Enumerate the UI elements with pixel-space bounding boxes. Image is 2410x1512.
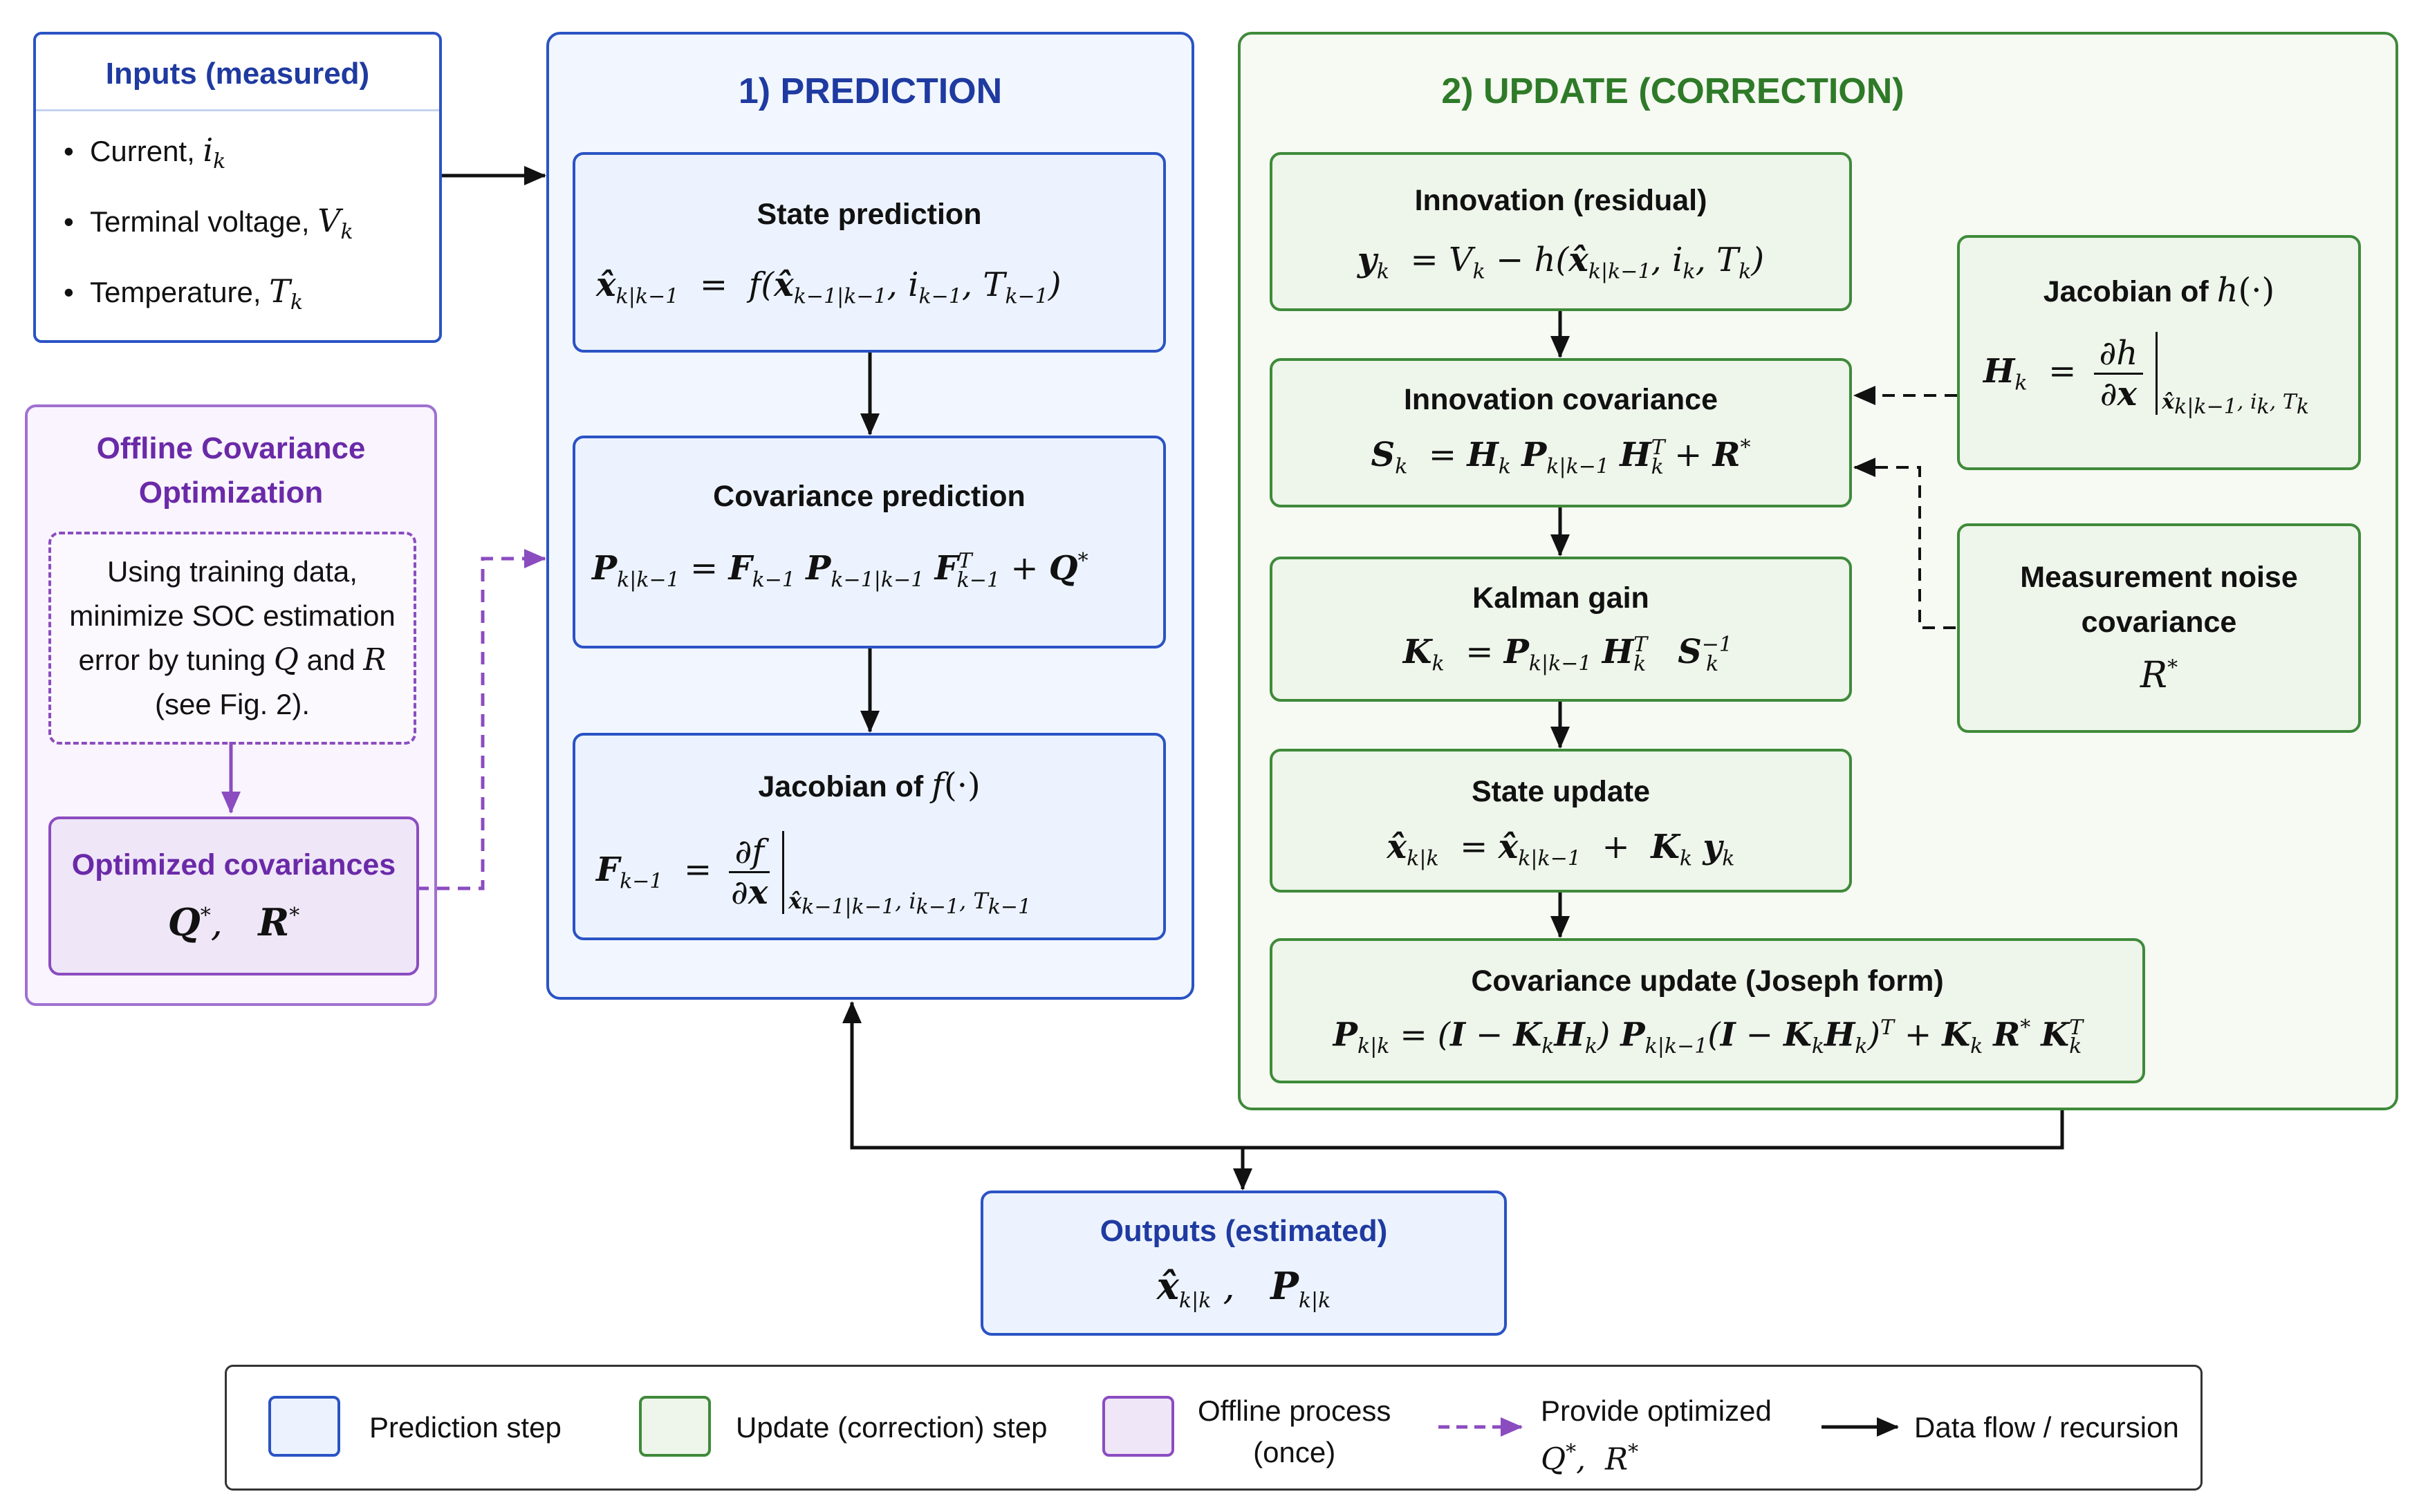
jacobian-h-formula: Hk = ∂h ∂x x̂k|k−1, ik, Tk [1983, 328, 2309, 419]
outputs-box: Outputs (estimated) x̂k|k , Pk|k [981, 1191, 1507, 1336]
input-item-temperature: • Temperature, Tk [64, 272, 304, 315]
kalman-gain-title: Kalman gain [1472, 581, 1649, 615]
innovation-covariance-formula: Sk = Hk Pk|k−1 HTk + R* [1371, 436, 1751, 479]
state-prediction-box: State prediction x̂k|k−1 = f(x̂k−1|k−1, … [573, 152, 1166, 353]
legend-offline-swatch [1102, 1396, 1174, 1457]
innovation-title: Innovation (residual) [1414, 184, 1707, 217]
covariance-update-box: Covariance update (Joseph form) Pk|k = (… [1270, 938, 2145, 1083]
state-update-box: State update x̂k|k = x̂k|k−1 + Kk yk [1270, 749, 1852, 893]
legend-update-swatch [639, 1396, 711, 1457]
measurement-noise-box: Measurement noise covariance R* [1957, 523, 2361, 733]
covariance-update-title: Covariance update (Joseph form) [1471, 964, 1944, 998]
outputs-formula: x̂k|k , Pk|k [1156, 1263, 1331, 1313]
state-prediction-title: State prediction [757, 198, 982, 231]
state-update-title: State update [1471, 775, 1651, 808]
covariance-prediction-box: Covariance prediction Pk|k−1 = Fk−1 Pk−1… [573, 436, 1166, 648]
offline-note: Using training data, minimize SOC estima… [48, 532, 416, 745]
measurement-noise-symbol: R* [2140, 654, 2178, 696]
jacobian-f-box: Jacobian of f(·) Fk−1 = ∂f ∂x x̂k−1|k−1,… [573, 733, 1166, 940]
measurement-noise-title-2: covariance [2081, 605, 2237, 639]
covariance-prediction-title: Covariance prediction [713, 480, 1026, 513]
update-title: 2) UPDATE (CORRECTION) [1441, 71, 1904, 111]
offline-box: Offline Covariance Optimization Using tr… [25, 404, 437, 1006]
legend-provide-label: Provide optimized Q*, R* [1541, 1394, 1772, 1477]
jacobian-f-formula: Fk−1 = ∂f ∂x x̂k−1|k−1, ik−1, Tk−1 [596, 825, 1031, 919]
innovation-formula: yk = Vk − h(x̂k|k−1, ik, Tk) [1357, 241, 1765, 284]
legend-dataflow-label: Data flow / recursion [1914, 1411, 2179, 1444]
optimized-covariances-box: Optimized covariances Q*, R* [48, 816, 419, 976]
state-update-formula: x̂k|k = x̂k|k−1 + Kk yk [1387, 828, 1735, 871]
optimized-covariances-formula: Q*, R* [167, 899, 300, 944]
offline-title: Offline Covariance Optimization [96, 431, 366, 510]
prediction-title: 1) PREDICTION [738, 71, 1003, 111]
jacobian-h-box: Jacobian of h(·) Hk = ∂h ∂x x̂k|k−1, ik,… [1957, 235, 2361, 470]
optimized-covariances-title: Optimized covariances [71, 848, 396, 881]
innovation-covariance-box: Innovation covariance Sk = Hk Pk|k−1 HTk… [1270, 358, 1852, 507]
legend-prediction-label: Prediction step [369, 1411, 562, 1444]
jacobian-h-title: Jacobian of h(·) [2043, 271, 2275, 310]
inputs-box: Inputs (measured) • Current, ik • Termin… [33, 32, 442, 343]
input-item-voltage: • Terminal voltage, Vk [64, 202, 353, 245]
outputs-title: Outputs (estimated) [1100, 1213, 1388, 1248]
inputs-title: Inputs (measured) [105, 57, 370, 91]
innovation-box: Innovation (residual) yk = Vk − h(x̂k|k−… [1270, 152, 1852, 311]
kalman-gain-formula: Kk = Pk|k−1 HTk S−1k [1402, 633, 1733, 676]
legend-prediction-swatch [268, 1396, 340, 1457]
measurement-noise-title-1: Measurement noise [2020, 560, 2298, 594]
arrow-optimized-to-prediction [416, 549, 546, 890]
input-item-current: • Current, ik [64, 131, 226, 174]
state-prediction-formula: x̂k|k−1 = f(x̂k−1|k−1, ik−1, Tk−1) [596, 265, 1062, 309]
arrow-measurement-noise-to-innovation-cov [1853, 458, 1956, 629]
arrow-recursion-loop [842, 1001, 2064, 1150]
kalman-gain-box: Kalman gain Kk = Pk|k−1 HTk S−1k [1270, 557, 1852, 702]
covariance-update-formula: Pk|k = (I − KkHk) Pk|k−1(I − KkHk)T + Kk… [1333, 1016, 2084, 1059]
legend-update-label: Update (correction) step [736, 1411, 1048, 1444]
legend-offline-label: Offline process (once) [1198, 1394, 1391, 1468]
innovation-covariance-title: Innovation covariance [1403, 383, 1718, 416]
jacobian-f-title: Jacobian of f(·) [758, 766, 981, 805]
inputs-divider [36, 109, 439, 111]
covariance-prediction-formula: Pk|k−1 = Fk−1 Pk−1|k−1 FTk−1 + Q* [592, 549, 1088, 592]
